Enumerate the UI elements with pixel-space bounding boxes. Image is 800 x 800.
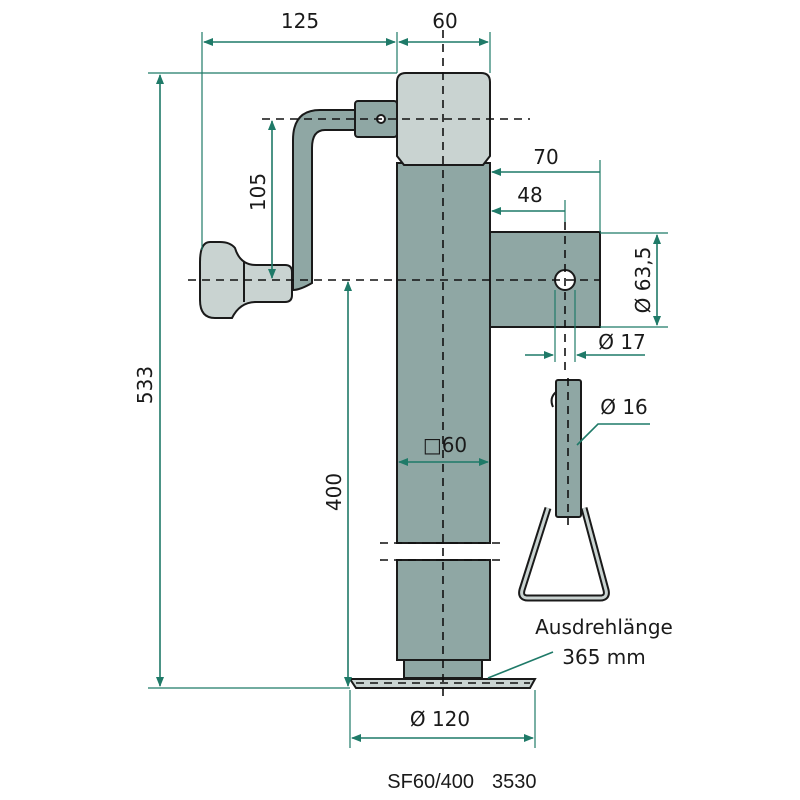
dim-17-label: Ø 17 [598,330,646,354]
dim-400-label: 400 [322,473,346,511]
model-label: SF60/400 [387,771,474,793]
dim-square-60-label: □60 [423,433,467,457]
extension-length-label: Ausdrehlänge [535,615,673,639]
dim-70-label: 70 [533,145,558,169]
extension-length-value: 365 mm [562,645,646,669]
pin-clip [550,391,557,408]
crank-arm [292,109,356,292]
pin-ring-inner [520,507,608,600]
dim-105-label: 105 [246,173,270,211]
dim-16-label: Ø 16 [600,395,648,419]
dim-125-label: 125 [281,9,319,33]
part-number-label: 3530 [492,771,537,793]
dim-60-label: 60 [432,9,457,33]
dim-63-5-label: Ø 63,5 [631,247,655,314]
dim-120-label: Ø 120 [410,707,470,731]
break-gap [390,544,500,559]
dim-533-label: 533 [133,366,157,404]
dim-48-label: 48 [517,183,542,207]
